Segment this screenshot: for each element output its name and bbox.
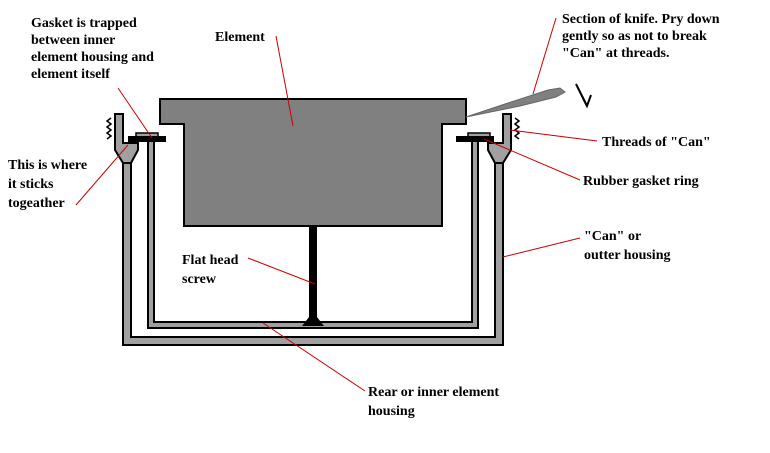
label-line: Rear or inner element (368, 385, 499, 400)
label-line: Gasket is trapped (31, 16, 137, 31)
label-line: Threads of "Can" (602, 135, 711, 150)
pry-arrow-head (581, 94, 592, 109)
leader-knife (532, 17, 557, 95)
threads-right (513, 117, 521, 140)
label-line: Flat head (182, 253, 239, 268)
label-line: This is where (8, 158, 87, 173)
leader-element (275, 35, 294, 127)
label-element: Element (215, 30, 265, 45)
label-line: gently so as not to break (562, 29, 707, 44)
leader-sticks (75, 144, 129, 206)
label-screw: Flat head screw (182, 253, 242, 287)
label-line: togeather (8, 196, 65, 211)
leader-threads (509, 129, 598, 142)
knife-blade (465, 87, 566, 118)
threads-left (105, 117, 113, 140)
can-rim-right (487, 113, 512, 164)
label-line: Element (215, 30, 265, 45)
label-gasket-ring: Rubber gasket ring (583, 174, 699, 189)
label-rear-housing: Rear or inner element housing (368, 385, 503, 419)
label-line: housing (368, 404, 415, 419)
gasket-ring-right (456, 136, 494, 142)
element-body (159, 98, 467, 227)
label-sticks: This is where it sticks togeather (8, 158, 91, 211)
label-threads: Threads of "Can" (602, 135, 711, 150)
label-line: element housing and (31, 50, 154, 65)
label-line: "Can" at threads. (562, 46, 669, 61)
leader-can (502, 237, 581, 258)
leader-gasket-trapped (117, 87, 153, 139)
label-line: Section of knife. Pry down (562, 12, 720, 27)
flat-head-screw-shaft (309, 226, 317, 318)
can-rim-left (114, 113, 139, 164)
label-gasket-trapped: Gasket is trapped between inner element … (31, 16, 157, 82)
label-line: between inner (31, 33, 115, 48)
leader-screw (247, 257, 316, 285)
gasket-ring-left (128, 136, 166, 142)
label-line: outter housing (584, 248, 670, 263)
flat-head-screw-head (302, 312, 324, 326)
label-line: Rubber gasket ring (583, 174, 699, 189)
label-knife: Section of knife. Pry down gently so as … (562, 12, 723, 61)
label-line: it sticks (8, 177, 54, 192)
leader-lines (75, 17, 598, 392)
leader-gasket-ring (483, 138, 581, 181)
label-line: "Can" or (584, 229, 641, 244)
label-can: "Can" or outter housing (584, 229, 670, 263)
label-line: screw (182, 272, 217, 287)
label-line: element itself (31, 67, 110, 82)
leader-rear-housing (262, 322, 366, 392)
